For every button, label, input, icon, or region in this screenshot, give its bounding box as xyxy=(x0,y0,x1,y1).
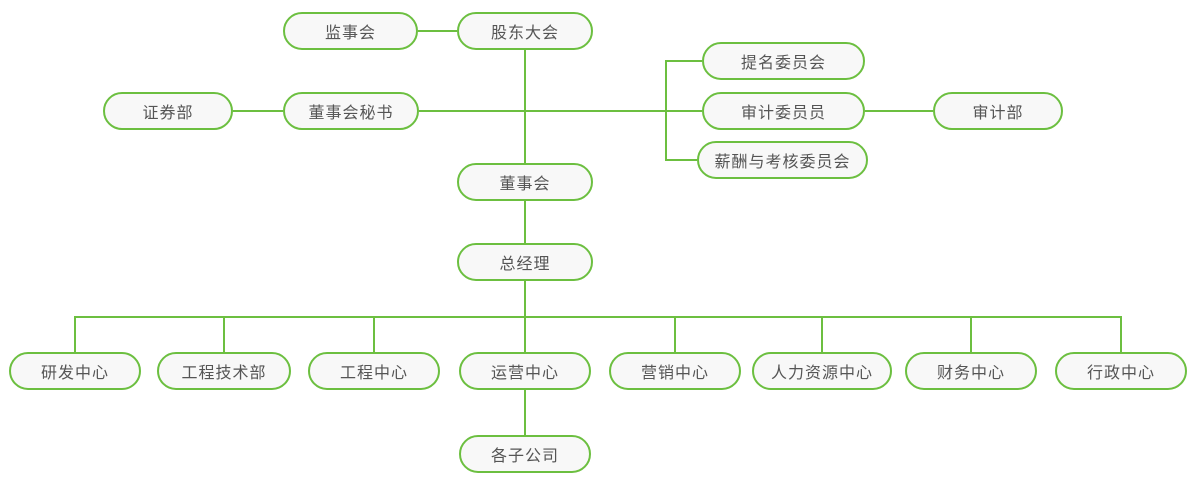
connector-bus xyxy=(74,316,1122,318)
node-hr-center: 人力资源中心 xyxy=(752,352,892,390)
node-subsidiaries: 各子公司 xyxy=(459,435,591,473)
node-remuneration-committee: 薪酬与考核委员会 xyxy=(697,141,868,179)
node-engineering-center: 工程中心 xyxy=(308,352,440,390)
connector-drop-hr xyxy=(821,318,823,352)
node-securities-dept: 证券部 xyxy=(103,92,233,130)
connector-securities-secretary xyxy=(233,110,283,112)
connector-board-gm xyxy=(524,201,526,243)
node-admin-center: 行政中心 xyxy=(1055,352,1187,390)
node-audit-committee: 审计委员员 xyxy=(702,92,865,130)
connector-drop-finance xyxy=(970,318,972,352)
connector-drop-admin xyxy=(1120,318,1122,352)
connector-bracket-remuneration xyxy=(667,159,697,161)
connector-secretary-committees xyxy=(419,110,702,112)
node-operations-center: 运营中心 xyxy=(459,352,591,390)
node-board-of-directors: 董事会 xyxy=(457,163,593,201)
connector-drop-rd xyxy=(74,318,76,352)
node-board-secretary: 董事会秘书 xyxy=(283,92,419,130)
connector-drop-marketing xyxy=(674,318,676,352)
connector-bracket-nomination xyxy=(667,60,702,62)
connector-committee-bracket xyxy=(665,60,667,161)
node-rd-center: 研发中心 xyxy=(9,352,141,390)
node-engineering-tech-dept: 工程技术部 xyxy=(157,352,291,390)
node-shareholders-meeting: 股东大会 xyxy=(457,12,593,50)
connector-auditcommittee-auditdept xyxy=(865,110,933,112)
node-audit-dept: 审计部 xyxy=(933,92,1063,130)
connector-gm-bus xyxy=(524,281,526,318)
node-marketing-center: 营销中心 xyxy=(609,352,741,390)
node-general-manager: 总经理 xyxy=(457,243,593,281)
node-finance-center: 财务中心 xyxy=(905,352,1037,390)
connector-drop-engtech xyxy=(223,318,225,352)
connector-drop-operations xyxy=(524,318,526,352)
connector-shareholders-board xyxy=(524,50,526,163)
connector-operations-subsidiaries xyxy=(524,390,526,435)
node-supervisory-board: 监事会 xyxy=(283,12,418,50)
connector-supervisory-shareholders xyxy=(418,30,457,32)
connector-drop-engcenter xyxy=(373,318,375,352)
node-nomination-committee: 提名委员会 xyxy=(702,42,865,80)
